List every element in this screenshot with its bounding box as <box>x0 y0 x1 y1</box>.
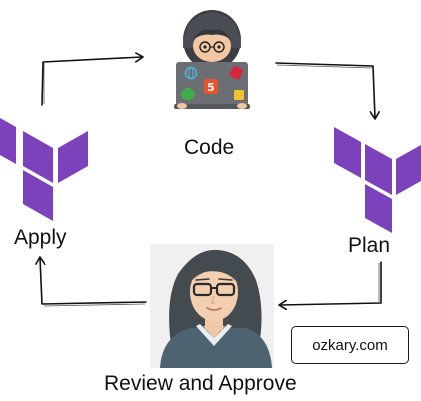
edge-code-to-plan <box>275 62 375 118</box>
watermark-badge: ozkary.com <box>291 326 409 364</box>
node-label-apply: Apply <box>14 226 67 249</box>
svg-text:5: 5 <box>207 81 215 94</box>
node-label-code: Code <box>184 136 235 159</box>
reviewer-avatar-icon <box>150 244 274 368</box>
terraform-logo-icon <box>334 127 421 233</box>
node-label-review: Review and Approve <box>104 372 297 395</box>
edge-plan-to-review <box>280 261 382 305</box>
developer-laptop-icon: 5 <box>174 10 250 109</box>
edge-review-to-apply <box>40 258 147 305</box>
watermark-text: ozkary.com <box>312 336 388 354</box>
terraform-logo-icon <box>0 118 88 221</box>
node-label-plan: Plan <box>348 234 391 257</box>
edge-apply-to-code <box>41 57 142 106</box>
